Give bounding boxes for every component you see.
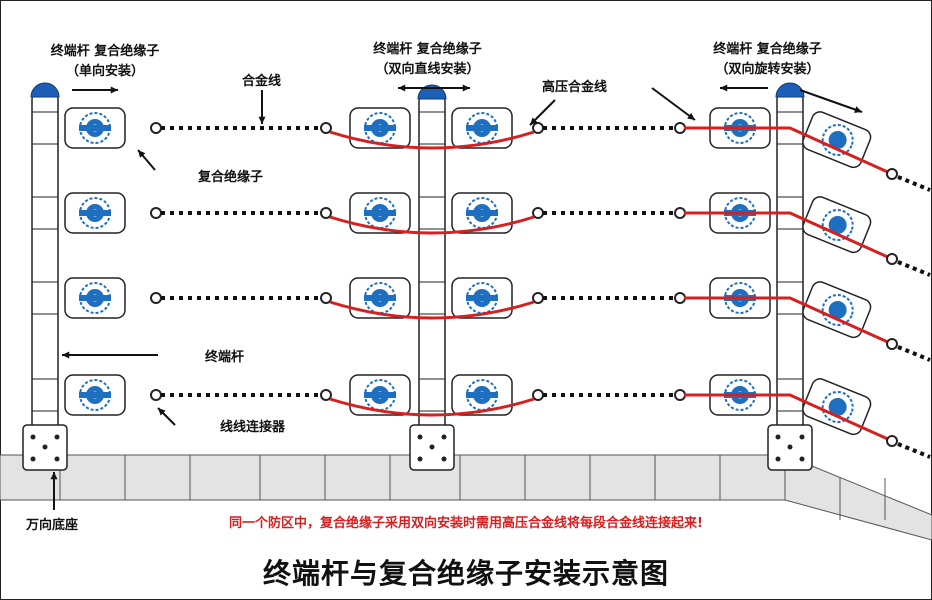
base-bolt [30, 434, 36, 440]
wire-connector [150, 292, 162, 304]
wing-nut [364, 295, 396, 301]
wire-connector [532, 389, 544, 401]
terminal-pole [776, 94, 804, 436]
alloy-wire [897, 175, 931, 192]
base-bolt [441, 456, 447, 462]
terminal-pole-label: 终端杆 [205, 350, 245, 365]
arrow-head [530, 117, 538, 125]
hv-alloy-wire [329, 130, 535, 150]
wire-connector-label: 线线连接器 [220, 420, 286, 435]
insulator-core [828, 300, 847, 319]
wire-connector [150, 122, 162, 134]
hv-alloy-wire-label: 高压合金线 [542, 80, 608, 95]
hv-alloy-wire [329, 215, 535, 235]
alloy-wire-label: 合金线 [242, 74, 282, 89]
mid-pole-title: 终端杆 复合绝缘子 [373, 42, 482, 57]
wire-connector [150, 207, 162, 219]
base-bolt [799, 434, 805, 440]
base-bolt [787, 444, 793, 450]
wire-connector [532, 292, 544, 304]
arrow-head [687, 112, 695, 120]
arrow-head [258, 116, 266, 124]
wire-connector [674, 389, 686, 401]
base-bolt [54, 434, 60, 440]
left-pole-title: 终端杆 复合绝缘子 [50, 44, 160, 59]
right-pole-title: 终端杆 复合绝缘子 [713, 42, 822, 57]
wire-connector [532, 122, 544, 134]
base-bolt [30, 456, 36, 462]
pole-cap [30, 82, 60, 98]
base-bolt [42, 444, 48, 450]
composite-insulator-label: 复合绝缘子 [198, 170, 264, 185]
direction-arrow [799, 89, 863, 113]
base-bolt [417, 456, 423, 462]
wire-connector [674, 207, 686, 219]
wing-nut [79, 125, 111, 131]
universal-base-label: 万向底座 [26, 518, 79, 533]
arrow-head [720, 84, 728, 92]
wing-nut [466, 295, 498, 301]
arrow-head [138, 150, 146, 158]
ground-wall-perspective [784, 454, 932, 541]
wire-connector [320, 292, 332, 304]
wing-nut [466, 210, 498, 216]
wing-nut [364, 210, 396, 216]
pointer-arrow [651, 87, 696, 121]
wire-connector [320, 122, 332, 134]
base-bolt [429, 444, 435, 450]
diagram-title: 终端杆与复合绝缘子安装示意图 [262, 557, 669, 590]
alloy-wire [897, 345, 931, 362]
arrow-head [110, 86, 118, 94]
wire-connector [532, 207, 544, 219]
wing-nut [79, 210, 111, 216]
wing-nut [364, 392, 396, 398]
wire-connector [886, 253, 898, 265]
arrow-head [158, 408, 166, 416]
hv-alloy-wire [329, 300, 535, 320]
wire-connector [320, 207, 332, 219]
ground-wall [0, 454, 786, 501]
mid-pole-subtitle: （双向直线安装） [375, 62, 480, 77]
insulator-core [828, 130, 847, 149]
installation-note: 同一个防区中，复合绝缘子采用双向安装时需用高压合金线将每段合金线连接起来! [229, 516, 703, 531]
wing-nut [79, 392, 111, 398]
wire-connector [674, 122, 686, 134]
hv-alloy-wire [684, 126, 891, 175]
left-pole-subtitle: （单向安装） [65, 64, 144, 79]
wing-nut [79, 295, 111, 301]
wire-connector [674, 292, 686, 304]
wing-nut [466, 125, 498, 131]
wire-connector [320, 389, 332, 401]
wire-connector [886, 168, 898, 180]
rotated-insulator-group [802, 281, 872, 339]
wire-connector [886, 435, 898, 447]
wing-nut [466, 392, 498, 398]
pole-cap [775, 82, 805, 98]
hv-alloy-wire [684, 393, 891, 442]
insulator-core [828, 215, 847, 234]
base-bolt [775, 456, 781, 462]
arrow-head [50, 472, 58, 480]
base-bolt [54, 456, 60, 462]
terminal-pole [31, 94, 59, 436]
hv-alloy-wire [684, 296, 891, 345]
alloy-wire [897, 442, 931, 459]
base-bolt [441, 434, 447, 440]
arrow-head [462, 84, 470, 92]
right-pole-subtitle: （双向旋转安装） [715, 62, 820, 77]
wire-connector [886, 338, 898, 350]
base-bolt [417, 434, 423, 440]
hv-alloy-wire [684, 211, 891, 260]
alloy-wire [897, 260, 931, 277]
wing-nut [364, 125, 396, 131]
wire-connector [150, 389, 162, 401]
arrow-head [854, 106, 862, 113]
arrow-head [398, 84, 406, 92]
base-bolt [799, 456, 805, 462]
base-bolt [775, 434, 781, 440]
hv-alloy-wire [329, 397, 535, 417]
arrow-head [62, 351, 70, 359]
insulator-core [828, 397, 847, 416]
